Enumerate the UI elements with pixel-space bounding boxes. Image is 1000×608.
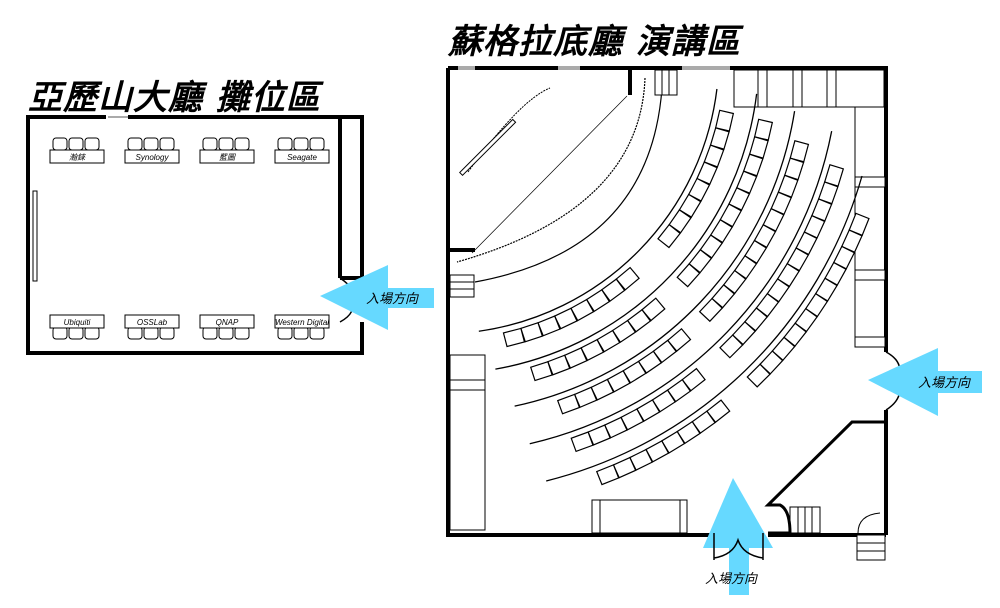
chair-icon [68,137,84,151]
chair-icon [293,137,309,151]
row-step [546,175,863,482]
chair-icon [277,326,293,340]
booth: Synology [124,137,180,164]
seat-row [495,93,774,382]
row-step [478,88,718,332]
right-hall: 入場方向 入場方向 [446,66,982,595]
seat [529,360,553,382]
right-entrance-label: 入場方向 [918,376,971,391]
booth-label: QNAP [216,318,239,327]
seat [595,464,620,486]
chair-icon [143,326,159,340]
chair-icon [84,326,100,340]
seat [657,223,681,249]
chair-icon [218,137,234,151]
chair-icon [234,326,250,340]
booth-label: Seagate [287,153,317,162]
chair-icon [277,137,293,151]
row-step [529,131,833,445]
booth: QNAP [199,314,255,340]
booth: 瀚錸 [49,137,105,164]
booth-table [274,314,330,329]
booth-label: Western Digital [275,318,329,327]
chair-icon [234,137,250,151]
seat [719,334,744,359]
chair-icon [293,326,309,340]
chair-icon [143,137,159,151]
right-hall-title: 蘇格拉底廳 演講區 [448,22,741,62]
chair-icon [127,137,143,151]
seat-row [514,111,810,415]
chair-icon [52,326,68,340]
seat [570,431,594,453]
booth-label: Ubiquiti [64,318,91,327]
booth-label: Synology [136,153,170,162]
booth-table [199,314,255,329]
booth: 藍圖 [199,137,255,164]
row-step [495,93,758,370]
seat-row [529,131,845,453]
entrance-arrow-right [868,348,938,416]
booth-label: 瀚錸 [69,153,86,162]
seat [698,297,724,323]
bottom-entrance-label: 入場方向 [705,572,758,587]
booth: Western Digital [274,314,330,340]
chair-icon [52,137,68,151]
seating-area [478,88,870,486]
chair-icon [218,326,234,340]
entrance-arrow-left-hall [320,265,388,330]
booth-table [124,149,180,164]
left-entrance-label: 入場方向 [366,292,419,307]
seat [746,363,771,388]
booth-label: 藍圖 [219,153,236,162]
booth-table [49,314,105,329]
seat-row [546,175,870,486]
booth-label: OSSLab [137,318,168,327]
chair-icon [159,137,175,151]
booth: Seagate [274,137,330,164]
left-hall: 瀚錸 Synology 藍圖 Seagate Ubiquiti OSSLab QNAP We… [26,115,434,355]
chair-icon [84,137,100,151]
seat [556,393,581,415]
booth-table [199,149,255,164]
chair-icon [127,326,143,340]
booth-table [274,149,330,164]
chair-icon [68,326,84,340]
booth-table [49,149,105,164]
seat [502,327,526,348]
entrance-arrow-bottom [703,478,773,548]
booth: Ubiquiti [49,314,105,340]
chair-icon [159,326,175,340]
seat [753,118,774,141]
left-hall-title: 亞歷山大廳 攤位區 [28,78,321,118]
chair-icon [202,326,218,340]
row-step [514,111,796,407]
seat [714,109,735,132]
booth: OSSLab [124,314,180,340]
chair-icon [309,326,325,340]
chair-icon [202,137,218,151]
seat-row [478,88,735,348]
booth-table [124,314,180,329]
seat [676,263,701,288]
chair-icon [309,137,325,151]
